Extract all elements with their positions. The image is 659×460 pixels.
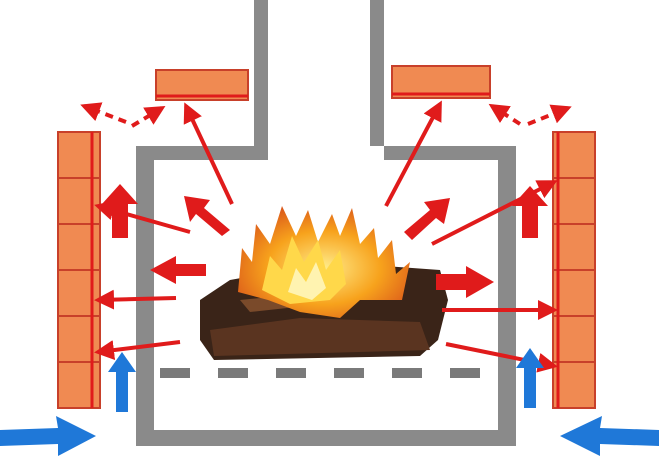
brick-walls	[57, 65, 596, 409]
cold-air-in-right	[560, 416, 659, 456]
heat-up-arrow-left	[102, 184, 138, 238]
heat-diag-arrow-left	[184, 196, 230, 236]
heat-right-arrow	[436, 266, 494, 298]
cold-air-up-left	[108, 352, 136, 412]
grate-bar	[450, 368, 480, 378]
grate-bar	[160, 368, 190, 378]
cold-air-up-right	[516, 348, 544, 408]
left-brick-wall	[57, 131, 101, 409]
grate-bar	[218, 368, 248, 378]
grate-bar	[334, 368, 364, 378]
top-left-brick-slab	[155, 69, 249, 101]
cold-air-inflow-arrow-icon	[0, 348, 659, 456]
grate	[160, 368, 480, 378]
firebox-structure	[136, 0, 516, 446]
grate-bar	[276, 368, 306, 378]
heat-diag-arrow-right	[404, 198, 450, 240]
cold-air-in-left	[0, 416, 96, 456]
right-brick-wall	[552, 131, 596, 409]
heat-left-arrow	[150, 256, 206, 284]
heat-up-arrow-right	[512, 186, 548, 238]
heat-block-arrows	[102, 184, 548, 298]
fire-icon	[200, 206, 448, 360]
top-right-brick-slab	[391, 65, 491, 99]
grate-bar	[392, 368, 422, 378]
